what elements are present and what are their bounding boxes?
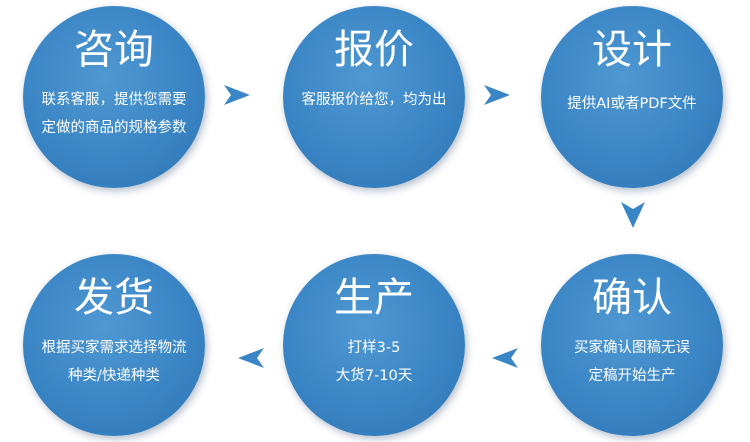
- step-description: 买家确认图稿无误 定稿开始生产: [541, 334, 723, 390]
- step-description-line: 大货7-10天: [335, 368, 413, 384]
- step-title: 报价: [334, 27, 414, 73]
- arrow-right-icon: [482, 82, 512, 108]
- step-quote: 报价 客服报价给您，均为出: [283, 6, 465, 188]
- step-shipping: 发货 根据买家需求选择物流 种类/快递种类: [23, 254, 205, 436]
- step-description-line: 买家确认图稿无误: [574, 340, 690, 356]
- step-title: 设计: [592, 27, 672, 73]
- step-description-line: 客服报价给您，均为出: [301, 92, 447, 108]
- step-confirm: 确认 买家确认图稿无误 定稿开始生产: [541, 254, 723, 436]
- step-description: 打样3-5 大货7-10天: [283, 334, 465, 390]
- step-description-line: 提供AI或者PDF文件: [567, 96, 697, 112]
- step-description-line: 打样3-5: [347, 340, 401, 356]
- step-description-line: 定做的商品的规格参数: [41, 120, 187, 136]
- step-design: 设计 提供AI或者PDF文件: [541, 6, 723, 188]
- step-description: 联系客服，提供您需要 定做的商品的规格参数: [23, 86, 205, 142]
- arrow-right-icon: [222, 82, 252, 108]
- step-description-line: 联系客服，提供您需要: [41, 92, 187, 108]
- step-production: 生产 打样3-5 大货7-10天: [283, 254, 465, 436]
- step-description: 提供AI或者PDF文件: [541, 90, 723, 118]
- arrow-left-icon: [236, 345, 266, 371]
- step-description-line: 种类/快递种类: [68, 368, 160, 384]
- step-consult: 咨询 联系客服，提供您需要 定做的商品的规格参数: [23, 6, 205, 188]
- step-description: 根据买家需求选择物流 种类/快递种类: [23, 334, 205, 390]
- step-description-line: 定稿开始生产: [588, 368, 676, 384]
- step-description-line: 根据买家需求选择物流: [41, 340, 187, 356]
- step-title: 咨询: [74, 27, 154, 73]
- arrow-down-icon: [618, 200, 648, 228]
- step-title: 生产: [334, 275, 414, 321]
- arrow-left-icon: [490, 345, 520, 371]
- step-description: 客服报价给您，均为出: [283, 86, 465, 114]
- step-title: 确认: [592, 275, 672, 321]
- step-title: 发货: [74, 275, 154, 321]
